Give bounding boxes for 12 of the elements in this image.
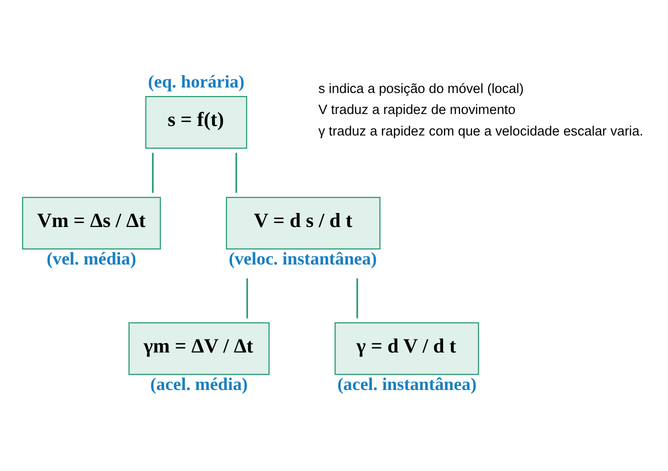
node-label: (eq. horária) [148,71,245,92]
node-label: (veloc. instantânea) [228,248,377,268]
connector [246,278,248,318]
connector [356,278,358,318]
node-label: (vel. média) [46,248,136,268]
node-label: (acel. média) [150,374,248,394]
connector [235,152,238,193]
label: γ traduz a rapidez com que a velocidade escalar varia. [318,123,644,138]
label: V traduz a rapidez de movimento [318,102,516,118]
node-label: (acel. instantânea) [337,374,477,394]
connector [152,152,154,193]
label: s indica a posição do móvel (local) [318,80,524,96]
